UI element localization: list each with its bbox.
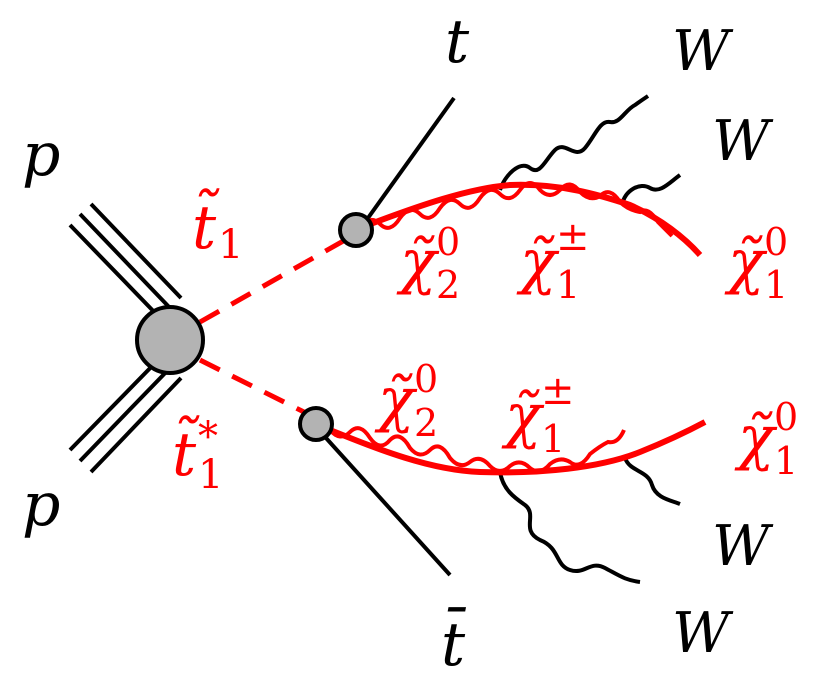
label-stop-sub: 1 [218, 222, 243, 268]
label-chi20-upper-sub: 2 [436, 263, 460, 307]
label-stop: t̃ 1 [192, 189, 243, 268]
label-chi1pm-lower-sup: ± [541, 368, 575, 414]
label-chi10-lower-symbol: χ̃ [734, 403, 778, 473]
label-chi1pm-upper-sub: 1 [556, 263, 580, 307]
label-top-quark: t [445, 7, 470, 77]
gaugino-line-lower [328, 419, 707, 476]
label-chi20-lower-sub: 2 [414, 401, 438, 445]
w-boson-upper-1 [498, 94, 650, 191]
label-chi10-upper-sub: 1 [764, 263, 788, 307]
label-chi10-upper-symbol: χ̃ [724, 227, 768, 297]
label-chi1pm-lower-symbol: χ̃ [501, 381, 545, 451]
label-chi10-lower: χ̃ 0 1 [734, 395, 798, 483]
label-chi20-upper-sup: 0 [436, 220, 460, 264]
w-boson-upper-2 [620, 173, 682, 206]
w-boson-lower-1 [498, 471, 641, 584]
label-w-lower-2: W [672, 601, 734, 666]
label-antistop-sub: 1 [198, 452, 223, 498]
lower-vertex [298, 406, 334, 442]
upper-vertex [338, 212, 374, 248]
label-w-upper-2: W [712, 109, 774, 174]
label-chi20-upper: χ̃ 0 2 [396, 220, 460, 307]
label-chi10-lower-sup: 0 [774, 395, 798, 439]
label-chi1pm-lower-sub: 1 [541, 417, 565, 461]
label-chi1pm-upper: χ̃ ± 1 [516, 214, 590, 307]
label-antitop-quark: t̄ [441, 607, 466, 680]
label-antistop-symbol: t̃ [172, 416, 200, 490]
label-antistop: t̃ * 1 [172, 414, 223, 498]
label-w-lower-1: W [712, 514, 774, 579]
w-boson-lower-2 [623, 457, 681, 506]
label-chi1pm-upper-sup: ± [556, 214, 590, 260]
label-chi1pm-upper-symbol: χ̃ [516, 227, 560, 297]
label-w-upper-1: W [672, 19, 734, 84]
main-vertex [135, 305, 205, 375]
stop-propagator-lower [198, 357, 312, 418]
label-chi10-upper-sup: 0 [764, 220, 788, 264]
label-chi20-lower-sup: 0 [414, 357, 438, 401]
label-stop-symbol: t̃ [192, 189, 220, 263]
label-proton-bottom: p [22, 470, 60, 540]
label-chi10-lower-sub: 1 [774, 439, 798, 483]
top-quark-line [366, 96, 456, 220]
label-chi20-upper-symbol: χ̃ [396, 227, 440, 297]
antitop-quark-line [324, 436, 452, 577]
proton-lines-bottom [68, 356, 183, 474]
proton-lines-top [68, 202, 183, 320]
stop-propagator-upper [198, 237, 347, 325]
label-proton-top: p [22, 120, 60, 190]
label-chi20-lower-symbol: χ̃ [374, 365, 418, 435]
label-chi10-upper: χ̃ 0 1 [724, 220, 788, 307]
label-antistop-sup: * [198, 414, 218, 460]
label-chi20-lower: χ̃ 0 2 [374, 357, 438, 445]
label-chi1pm-lower: χ̃ ± 1 [501, 368, 575, 461]
gaugino-line-upper [358, 181, 703, 257]
